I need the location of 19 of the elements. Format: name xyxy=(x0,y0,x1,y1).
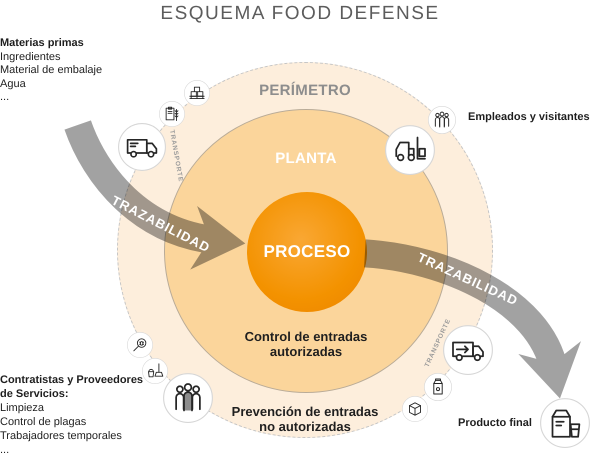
zone-title: PLANTA xyxy=(275,150,337,168)
node-caption: Producto final xyxy=(458,416,532,431)
list-heading: Materias primas xyxy=(0,37,84,50)
list-item: ... xyxy=(0,91,10,104)
list-item: Limpieza xyxy=(0,401,44,415)
caption-text: Empleados y visitantes xyxy=(468,110,590,124)
list-item: ... xyxy=(0,443,10,457)
diagram-title: ESQUEMA FOOD DEFENSE xyxy=(160,3,440,25)
zone-note: Control de entradas autorizadas xyxy=(244,329,368,359)
arrow xyxy=(364,239,578,398)
list-item: Material de embalaje xyxy=(0,64,102,78)
list-item: Ingredientes xyxy=(0,50,61,64)
zone-title: PROCESO xyxy=(263,242,351,262)
zone-title: PERÍMETRO xyxy=(259,82,351,100)
list-heading: Contratistas y Proveedores de Servicios: xyxy=(0,373,144,401)
zone-note: Prevención de entradas no autorizadas xyxy=(230,404,380,434)
list-item: Trabajadores temporales xyxy=(0,429,122,443)
list-item: Agua xyxy=(0,78,26,91)
list-item: Control de plagas xyxy=(0,415,86,429)
